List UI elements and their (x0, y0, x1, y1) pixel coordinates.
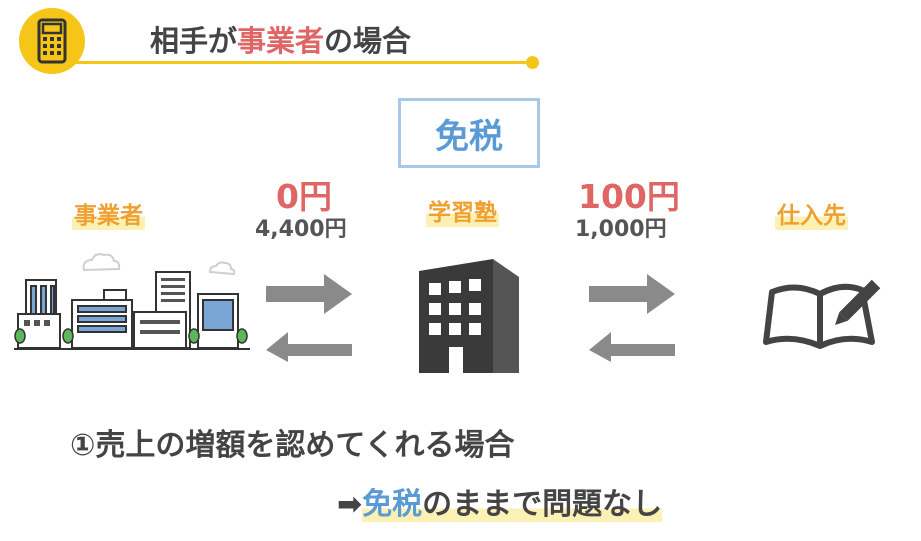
office-building-icon (419, 259, 519, 373)
header-underline (72, 61, 532, 64)
tax-status-box: 免税 (398, 98, 540, 168)
entity-label-left: 事業者 (72, 196, 145, 230)
left-flow-amount: 0円 (276, 177, 332, 216)
arrow-left-icon (266, 332, 352, 362)
transaction-arrows-right (589, 274, 675, 362)
right-flow-sub-amount: 1,000円 (575, 217, 667, 242)
transaction-arrows-left (266, 274, 352, 362)
arrow-right-icon: ➡ (337, 487, 363, 522)
conclusion-rest: のままで問題なし (422, 487, 663, 522)
conclusion-text: ➡免税のままで問題なし (337, 479, 663, 523)
title-highlight: 事業者 (237, 24, 325, 58)
entity-label-center: 学習塾 (426, 193, 499, 227)
header-underline-dot (526, 56, 539, 69)
entity-label-right: 仕入先 (775, 196, 848, 230)
title-part1: 相手が (150, 24, 238, 58)
conclusion-highlight: 免税 (362, 487, 423, 522)
open-book-pencil-icon (763, 279, 881, 349)
calculator-icon (19, 8, 85, 74)
case-description: ①売上の増額を認めてくれる場合 (70, 428, 515, 463)
arrow-left-icon (589, 332, 675, 362)
left-flow-sub-amount: 4,400円 (255, 217, 347, 242)
title-part2: の場合 (324, 24, 412, 58)
page-title: 相手が事業者の場合 (150, 18, 411, 60)
arrow-right-icon (589, 274, 675, 314)
city-buildings-icon (14, 253, 250, 350)
arrow-right-icon (266, 274, 352, 314)
right-flow-amount: 100円 (578, 177, 680, 216)
